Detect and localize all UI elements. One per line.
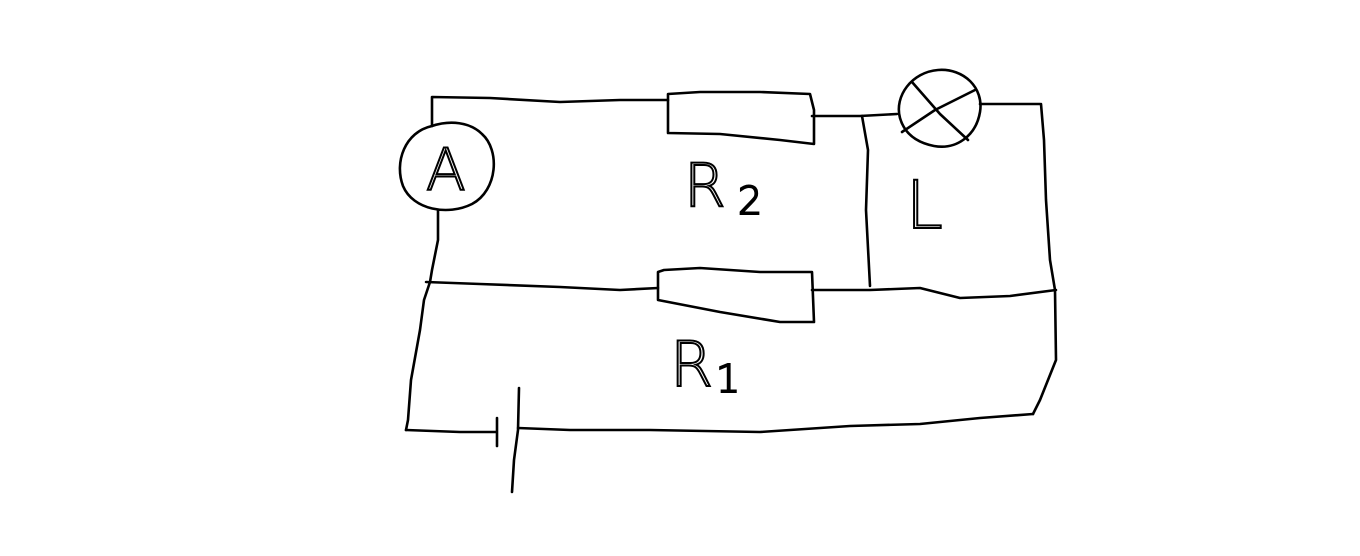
lamp-cross-line-1 — [910, 80, 970, 142]
lamp-cross-circle-icon — [897, 68, 982, 148]
wire-right-lower — [1031, 288, 1058, 416]
wire-bottom-right — [516, 412, 1035, 434]
lamp-body — [897, 68, 982, 148]
wire-middle-right — [810, 286, 1058, 300]
resistor-r2-subscript: 2 — [738, 179, 762, 223]
ammeter-circle-icon — [398, 121, 496, 212]
lamp-label: L — [906, 167, 943, 244]
resistor-r2-icon — [666, 90, 816, 146]
resistor-r1-icon — [656, 266, 816, 324]
wire-middle-left — [424, 280, 660, 292]
wire-bottom-left — [404, 428, 498, 434]
resistor-r1-body — [656, 266, 816, 324]
wires — [404, 95, 1058, 434]
wire-left-upper — [428, 208, 440, 284]
ammeter-label: A — [426, 136, 466, 204]
resistor-r2-label: R — [684, 151, 726, 221]
resistor-r1-subscript: 1 — [716, 357, 740, 401]
battery-cell-icon — [495, 386, 521, 494]
wire-right-upper — [1039, 102, 1057, 292]
wire-left-lower — [404, 280, 432, 432]
lamp-cross-line-2 — [900, 88, 977, 134]
resistor-r2-body — [666, 90, 816, 146]
wire-middle-vertical — [860, 114, 872, 288]
labels: A R 2 R 1 L — [425, 135, 944, 402]
battery-long-plate — [510, 386, 521, 494]
resistor-r1-label: R — [670, 328, 713, 401]
wire-top-left — [430, 95, 670, 128]
ammeter-body — [398, 121, 496, 212]
wire-top-middle — [810, 112, 899, 118]
